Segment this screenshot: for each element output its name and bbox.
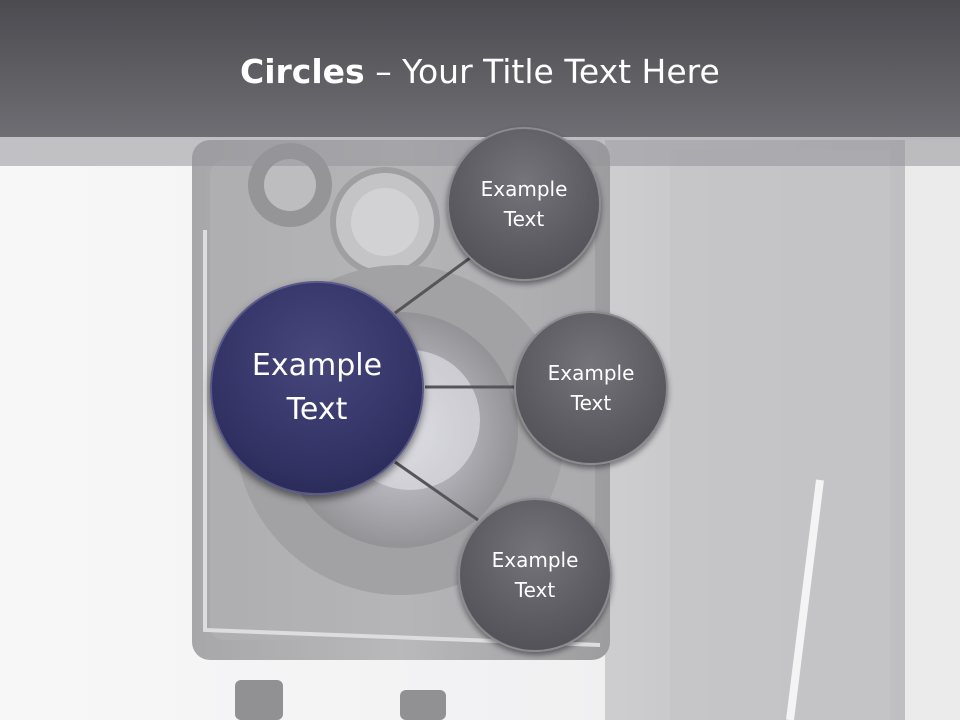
node-middle-line2: Text: [570, 391, 612, 415]
node-middle-line1: Example: [547, 361, 635, 385]
node-top-line1: Example: [480, 177, 568, 201]
title-bar: [0, 0, 960, 137]
connector-bottom: [394, 460, 479, 522]
node-top-line2: Text: [503, 207, 545, 231]
node-label-middle: Example Text: [548, 358, 635, 418]
node-bottom-line2: Text: [514, 578, 556, 602]
center-label: Example Text: [252, 344, 382, 432]
title-rest: – Your Title Text Here: [364, 52, 720, 91]
center-line1: Example: [251, 348, 383, 383]
node-label-bottom: Example Text: [492, 545, 579, 605]
connector-top: [394, 253, 475, 315]
center-line2: Text: [286, 392, 348, 427]
node-circle-bottom[interactable]: Example Text: [458, 498, 612, 652]
node-circle-top[interactable]: Example Text: [447, 127, 601, 281]
node-circle-middle[interactable]: Example Text: [514, 311, 668, 465]
node-label-top: Example Text: [481, 174, 568, 234]
slide-title: Circles – Your Title Text Here: [240, 52, 720, 91]
title-bold: Circles: [240, 52, 365, 91]
node-bottom-line1: Example: [491, 548, 579, 572]
center-circle[interactable]: Example Text: [210, 281, 424, 495]
